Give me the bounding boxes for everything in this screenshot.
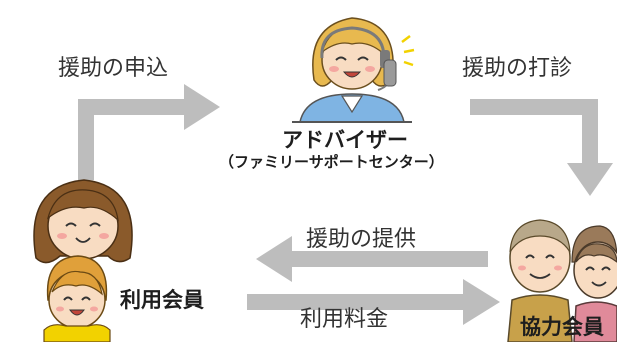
flow-inquiry-label: 援助の打診 [462,56,573,81]
advisor-with-headset-icon [292,17,415,123]
mother-and-child-icon [33,179,133,342]
flow-request-label: 援助の申込 [58,56,169,81]
flow-fee-label: 利用料金 [300,307,389,332]
user-member-label: 利用会員 [120,288,204,312]
advisor-label: アドバイザー [282,128,408,152]
arrow-fee [247,279,500,325]
arrow-provision [256,236,488,282]
advisor-sublabel: （ファミリーサポートセンター） [219,153,444,171]
elderly-couple-icon [507,219,617,342]
arrow-request [78,84,220,180]
arrow-inquiry [470,99,613,196]
cooperating-member-label: 協力会員 [520,315,604,339]
flow-provision-label: 援助の提供 [306,227,417,252]
